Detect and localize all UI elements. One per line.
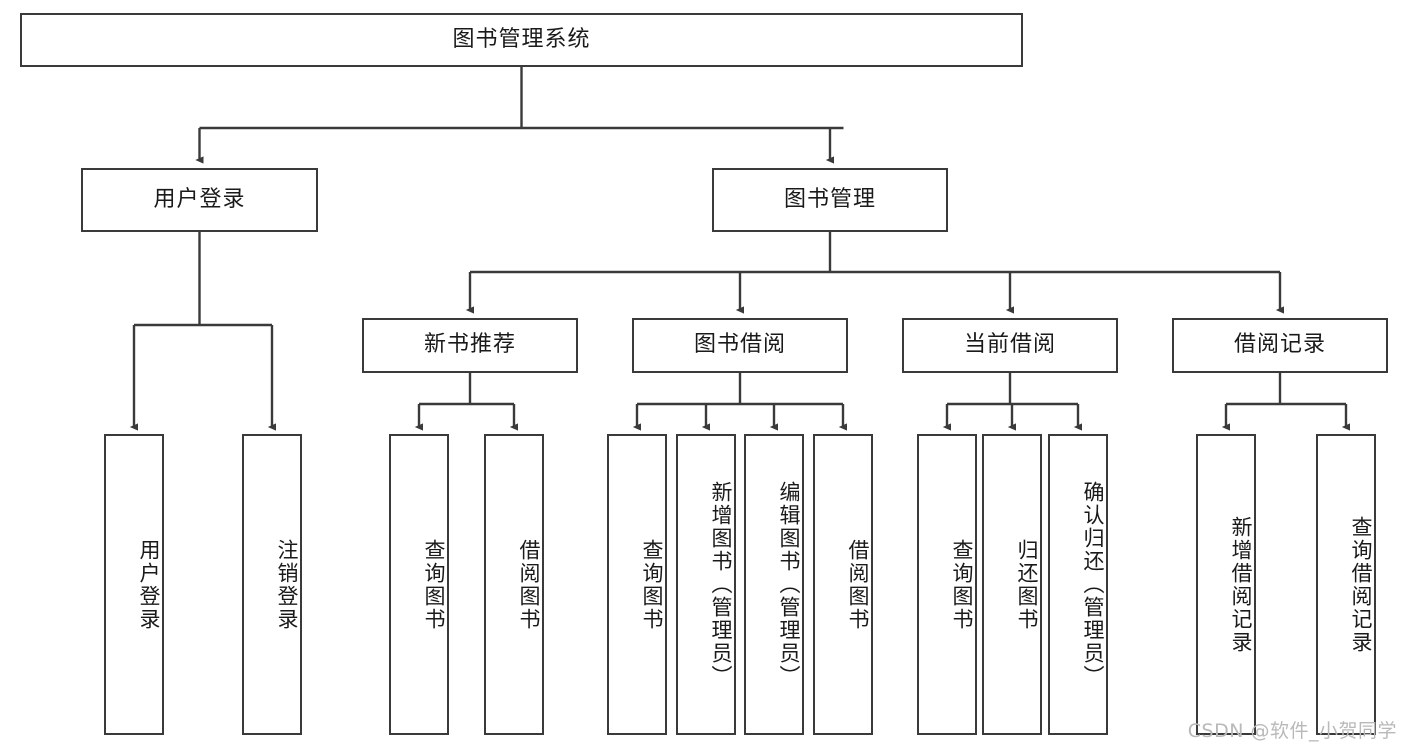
node-label: 借阅记录: [1233, 332, 1326, 358]
node-borrow-record[interactable]: 借阅记录: [1172, 318, 1388, 373]
node-label: 编辑图书（管理员）: [777, 481, 801, 688]
node-leaf-edit-book[interactable]: 编辑图书（管理员）: [744, 434, 804, 735]
node-leaf-add-book[interactable]: 新增图书（管理员）: [676, 434, 736, 735]
node-label: 当前借阅: [963, 332, 1056, 358]
node-label: 新增图书（管理员）: [709, 481, 733, 688]
node-label: 用户登录: [137, 538, 161, 631]
node-leaf-query-book-3[interactable]: 查询图书: [917, 434, 977, 735]
node-leaf-borrow-book-1[interactable]: 借阅图书: [484, 434, 544, 735]
node-leaf-query-book-2[interactable]: 查询图书: [607, 434, 667, 735]
node-leaf-logout[interactable]: 注销登录: [242, 434, 302, 735]
node-label: 查询图书: [950, 538, 974, 631]
node-leaf-return-book[interactable]: 归还图书: [982, 434, 1042, 735]
node-new-book-rec[interactable]: 新书推荐: [362, 318, 578, 373]
node-user-login[interactable]: 用户登录: [81, 168, 318, 232]
node-leaf-confirm-return[interactable]: 确认归还（管理员）: [1048, 434, 1108, 735]
node-label: 新增借阅记录: [1229, 515, 1253, 654]
node-label: 注销登录: [275, 538, 299, 631]
node-label: 借阅图书: [517, 538, 541, 631]
node-leaf-add-record[interactable]: 新增借阅记录: [1196, 434, 1256, 735]
node-label: 查询图书: [422, 538, 446, 631]
node-leaf-borrow-book-2[interactable]: 借阅图书: [813, 434, 873, 735]
node-label: 图书管理: [783, 186, 876, 212]
node-label: 借阅图书: [846, 538, 870, 631]
node-root[interactable]: 图书管理系统: [20, 13, 1023, 67]
node-leaf-query-book-1[interactable]: 查询图书: [389, 434, 449, 735]
node-current-borrow[interactable]: 当前借阅: [902, 318, 1118, 373]
node-label: 图书管理系统: [452, 26, 591, 52]
node-label: 确认归还（管理员）: [1081, 481, 1105, 688]
node-book-borrow[interactable]: 图书借阅: [632, 318, 848, 373]
node-label: 查询图书: [640, 538, 664, 631]
node-label: 查询借阅记录: [1349, 515, 1373, 654]
node-label: 新书推荐: [423, 332, 516, 358]
node-book-manage[interactable]: 图书管理: [712, 168, 948, 232]
node-leaf-user-login[interactable]: 用户登录: [104, 434, 164, 735]
node-leaf-query-record[interactable]: 查询借阅记录: [1316, 434, 1376, 735]
node-label: 归还图书: [1015, 538, 1039, 631]
node-label: 图书借阅: [693, 332, 786, 358]
node-label: 用户登录: [153, 186, 246, 212]
